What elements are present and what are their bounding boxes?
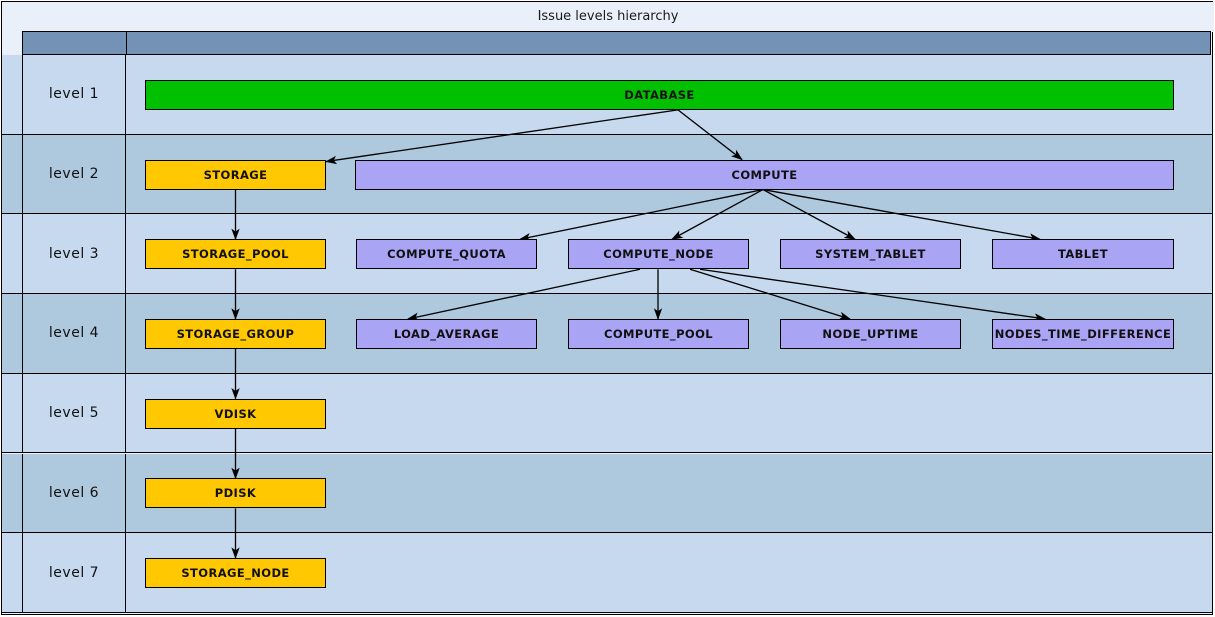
level-row: level 5 — [1, 373, 1212, 454]
level-label: level 4 — [23, 294, 126, 374]
node-storage[interactable]: STORAGE — [145, 159, 326, 190]
node-compute_quota[interactable]: COMPUTE_QUOTA — [356, 239, 537, 270]
node-pdisk[interactable]: PDISK — [145, 478, 326, 509]
row-gutter — [2, 533, 23, 613]
row-gutter — [2, 55, 23, 135]
header-column-divider — [126, 32, 127, 54]
level-label: level 3 — [23, 214, 126, 295]
node-storage_group[interactable]: STORAGE_GROUP — [145, 318, 326, 349]
node-system_tablet[interactable]: SYSTEM_TABLET — [780, 239, 961, 270]
row-gutter — [2, 453, 23, 534]
row-gutter — [2, 134, 23, 215]
level-row: level 7 — [1, 533, 1212, 613]
node-compute_pool[interactable]: COMPUTE_POOL — [568, 318, 749, 349]
node-compute_node[interactable]: COMPUTE_NODE — [568, 239, 749, 270]
header-band — [22, 31, 1211, 55]
node-storage_node[interactable]: STORAGE_NODE — [145, 558, 326, 589]
node-node_uptime[interactable]: NODE_UPTIME — [780, 318, 961, 349]
node-tablet[interactable]: TABLET — [992, 239, 1174, 270]
level-label: level 5 — [23, 373, 126, 454]
node-storage_pool[interactable]: STORAGE_POOL — [145, 239, 326, 270]
level-label: level 6 — [23, 453, 126, 534]
node-load_average[interactable]: LOAD_AVERAGE — [356, 318, 537, 349]
row-gutter — [2, 294, 23, 374]
level-label: level 2 — [23, 134, 126, 215]
node-vdisk[interactable]: VDISK — [145, 398, 326, 429]
page-title: Issue levels hierarchy — [2, 2, 1214, 32]
row-gutter — [2, 373, 23, 454]
node-database[interactable]: DATABASE — [145, 79, 1174, 110]
level-label: level 7 — [23, 533, 126, 613]
row-gutter — [2, 214, 23, 295]
node-nodes_time_difference[interactable]: NODES_TIME_DIFFERENCE — [992, 318, 1174, 349]
node-compute[interactable]: COMPUTE — [355, 159, 1174, 190]
level-label: level 1 — [23, 55, 126, 135]
